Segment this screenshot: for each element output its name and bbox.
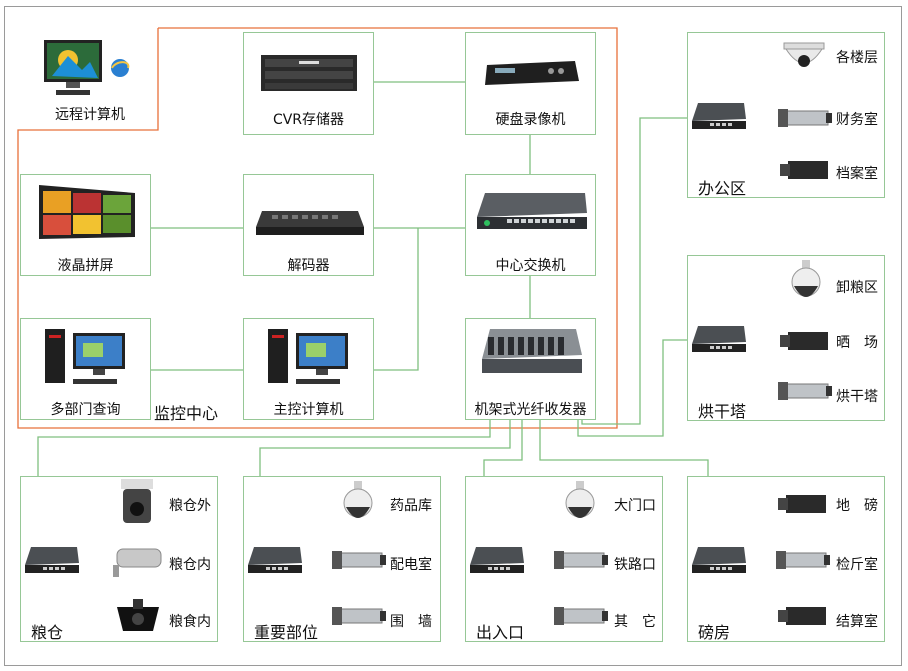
zone-granary-title: 粮仓 — [31, 623, 64, 642]
cam-label: 粮仓内 — [169, 557, 211, 573]
cam-label: 财务室 — [836, 112, 878, 128]
zone-scale-title: 磅房 — [698, 623, 731, 642]
zone-gate: 出入口 大门口 铁路口 其 它 — [465, 476, 663, 642]
zone-key-title: 重要部位 — [254, 623, 319, 642]
cam-label: 检斤室 — [836, 557, 878, 573]
zone-office: 办公区 各楼层 财务室 档案室 — [687, 32, 885, 198]
ptz-camera-icon — [343, 481, 373, 518]
decoder-label: 解码器 — [287, 258, 330, 274]
cam-label: 地 磅 — [836, 498, 878, 514]
zone-gate-title: 出入口 — [476, 623, 525, 642]
cam-label: 晒 场 — [836, 335, 878, 351]
bullet-camera-icon — [332, 551, 386, 569]
explosion-proof-camera-icon — [113, 548, 162, 577]
bullet-camera-icon — [554, 607, 608, 625]
office-switch-icon — [692, 103, 746, 129]
box-camera-icon — [778, 495, 826, 513]
cam-label: 铁路口 — [614, 557, 656, 573]
lcd-label: 液晶拼屏 — [57, 258, 114, 274]
scale-switch-icon — [692, 547, 746, 573]
box-camera-icon — [780, 332, 828, 350]
cam-label: 档案室 — [836, 166, 878, 182]
cam-label: 粮仓外 — [169, 498, 211, 514]
ptz-camera-icon — [791, 260, 821, 297]
zone-dryer-title: 烘干塔 — [698, 402, 747, 421]
bullet-camera-icon — [776, 551, 830, 569]
gate-switch-icon — [470, 547, 524, 573]
lcd-box: 液晶拼屏 — [20, 174, 151, 276]
granary-camera-icon — [117, 599, 159, 631]
cam-label: 其 它 — [614, 614, 656, 630]
zone-dryer: 烘干塔 卸粮区 晒 场 烘干塔 — [687, 255, 885, 421]
rack-label: 机架式光纤收发器 — [474, 402, 587, 418]
main-pc-box: 主控计算机 — [243, 318, 374, 420]
dvr-icon — [485, 61, 579, 85]
cam-label: 药品库 — [390, 498, 432, 514]
cam-label: 配电室 — [390, 557, 432, 573]
cvr-box: CVR存储器 — [243, 32, 374, 135]
main-pc-icon — [268, 329, 348, 384]
rack-box: 机架式光纤收发器 — [465, 318, 596, 420]
cvr-storage-icon — [261, 55, 357, 91]
main-pc-label: 主控计算机 — [273, 402, 344, 418]
bullet-camera-icon — [778, 109, 832, 127]
key-switch-icon — [248, 547, 302, 573]
core-switch-icon — [477, 193, 587, 229]
cam-label: 结算室 — [836, 614, 878, 630]
ptz-camera-icon — [565, 481, 595, 518]
granary-switch-icon — [25, 547, 79, 573]
dvr-box: 硬盘录像机 — [465, 32, 596, 135]
box-camera-icon — [778, 607, 826, 625]
cam-label: 各楼层 — [836, 50, 878, 66]
cvr-label: CVR存储器 — [272, 112, 345, 128]
fiber-rack-icon — [482, 329, 582, 373]
switch-box: 中心交换机 — [465, 174, 596, 276]
box-camera-icon — [780, 161, 828, 179]
remote-computer-label: 远程计算机 — [55, 107, 125, 123]
cam-label: 卸粮区 — [836, 280, 878, 296]
dome-camera-icon — [783, 42, 825, 67]
switch-label: 中心交换机 — [495, 258, 566, 274]
cam-label: 烘干塔 — [836, 389, 878, 405]
bullet-camera-icon — [332, 607, 386, 625]
zone-granary: 粮仓 粮仓外 粮仓内 粮食内 — [20, 476, 218, 642]
diagram-frame — [4, 6, 902, 666]
control-center-title: 监控中心 — [154, 404, 219, 423]
remote-computer-icon — [38, 38, 138, 104]
cam-label: 大门口 — [614, 498, 656, 514]
zone-scale: 磅房 地 磅 检斤室 结算室 — [687, 476, 885, 642]
video-wall-icon — [39, 185, 135, 239]
zone-key: 重要部位 药品库 配电室 围 墙 — [243, 476, 441, 642]
decoder-icon — [256, 211, 364, 235]
query-label: 多部门查询 — [50, 402, 121, 418]
dvr-label: 硬盘录像机 — [495, 112, 566, 128]
zone-office-title: 办公区 — [698, 179, 747, 198]
bullet-camera-icon — [554, 551, 608, 569]
query-box: 多部门查询 — [20, 318, 151, 420]
cam-label: 围 墙 — [390, 614, 432, 630]
bullet-camera-icon — [778, 382, 832, 400]
desktop-pc-icon — [45, 329, 125, 384]
cam-label: 粮食内 — [169, 614, 211, 630]
dryer-switch-icon — [692, 326, 746, 352]
ptz-camera-icon — [121, 479, 153, 523]
decoder-box: 解码器 — [243, 174, 374, 276]
